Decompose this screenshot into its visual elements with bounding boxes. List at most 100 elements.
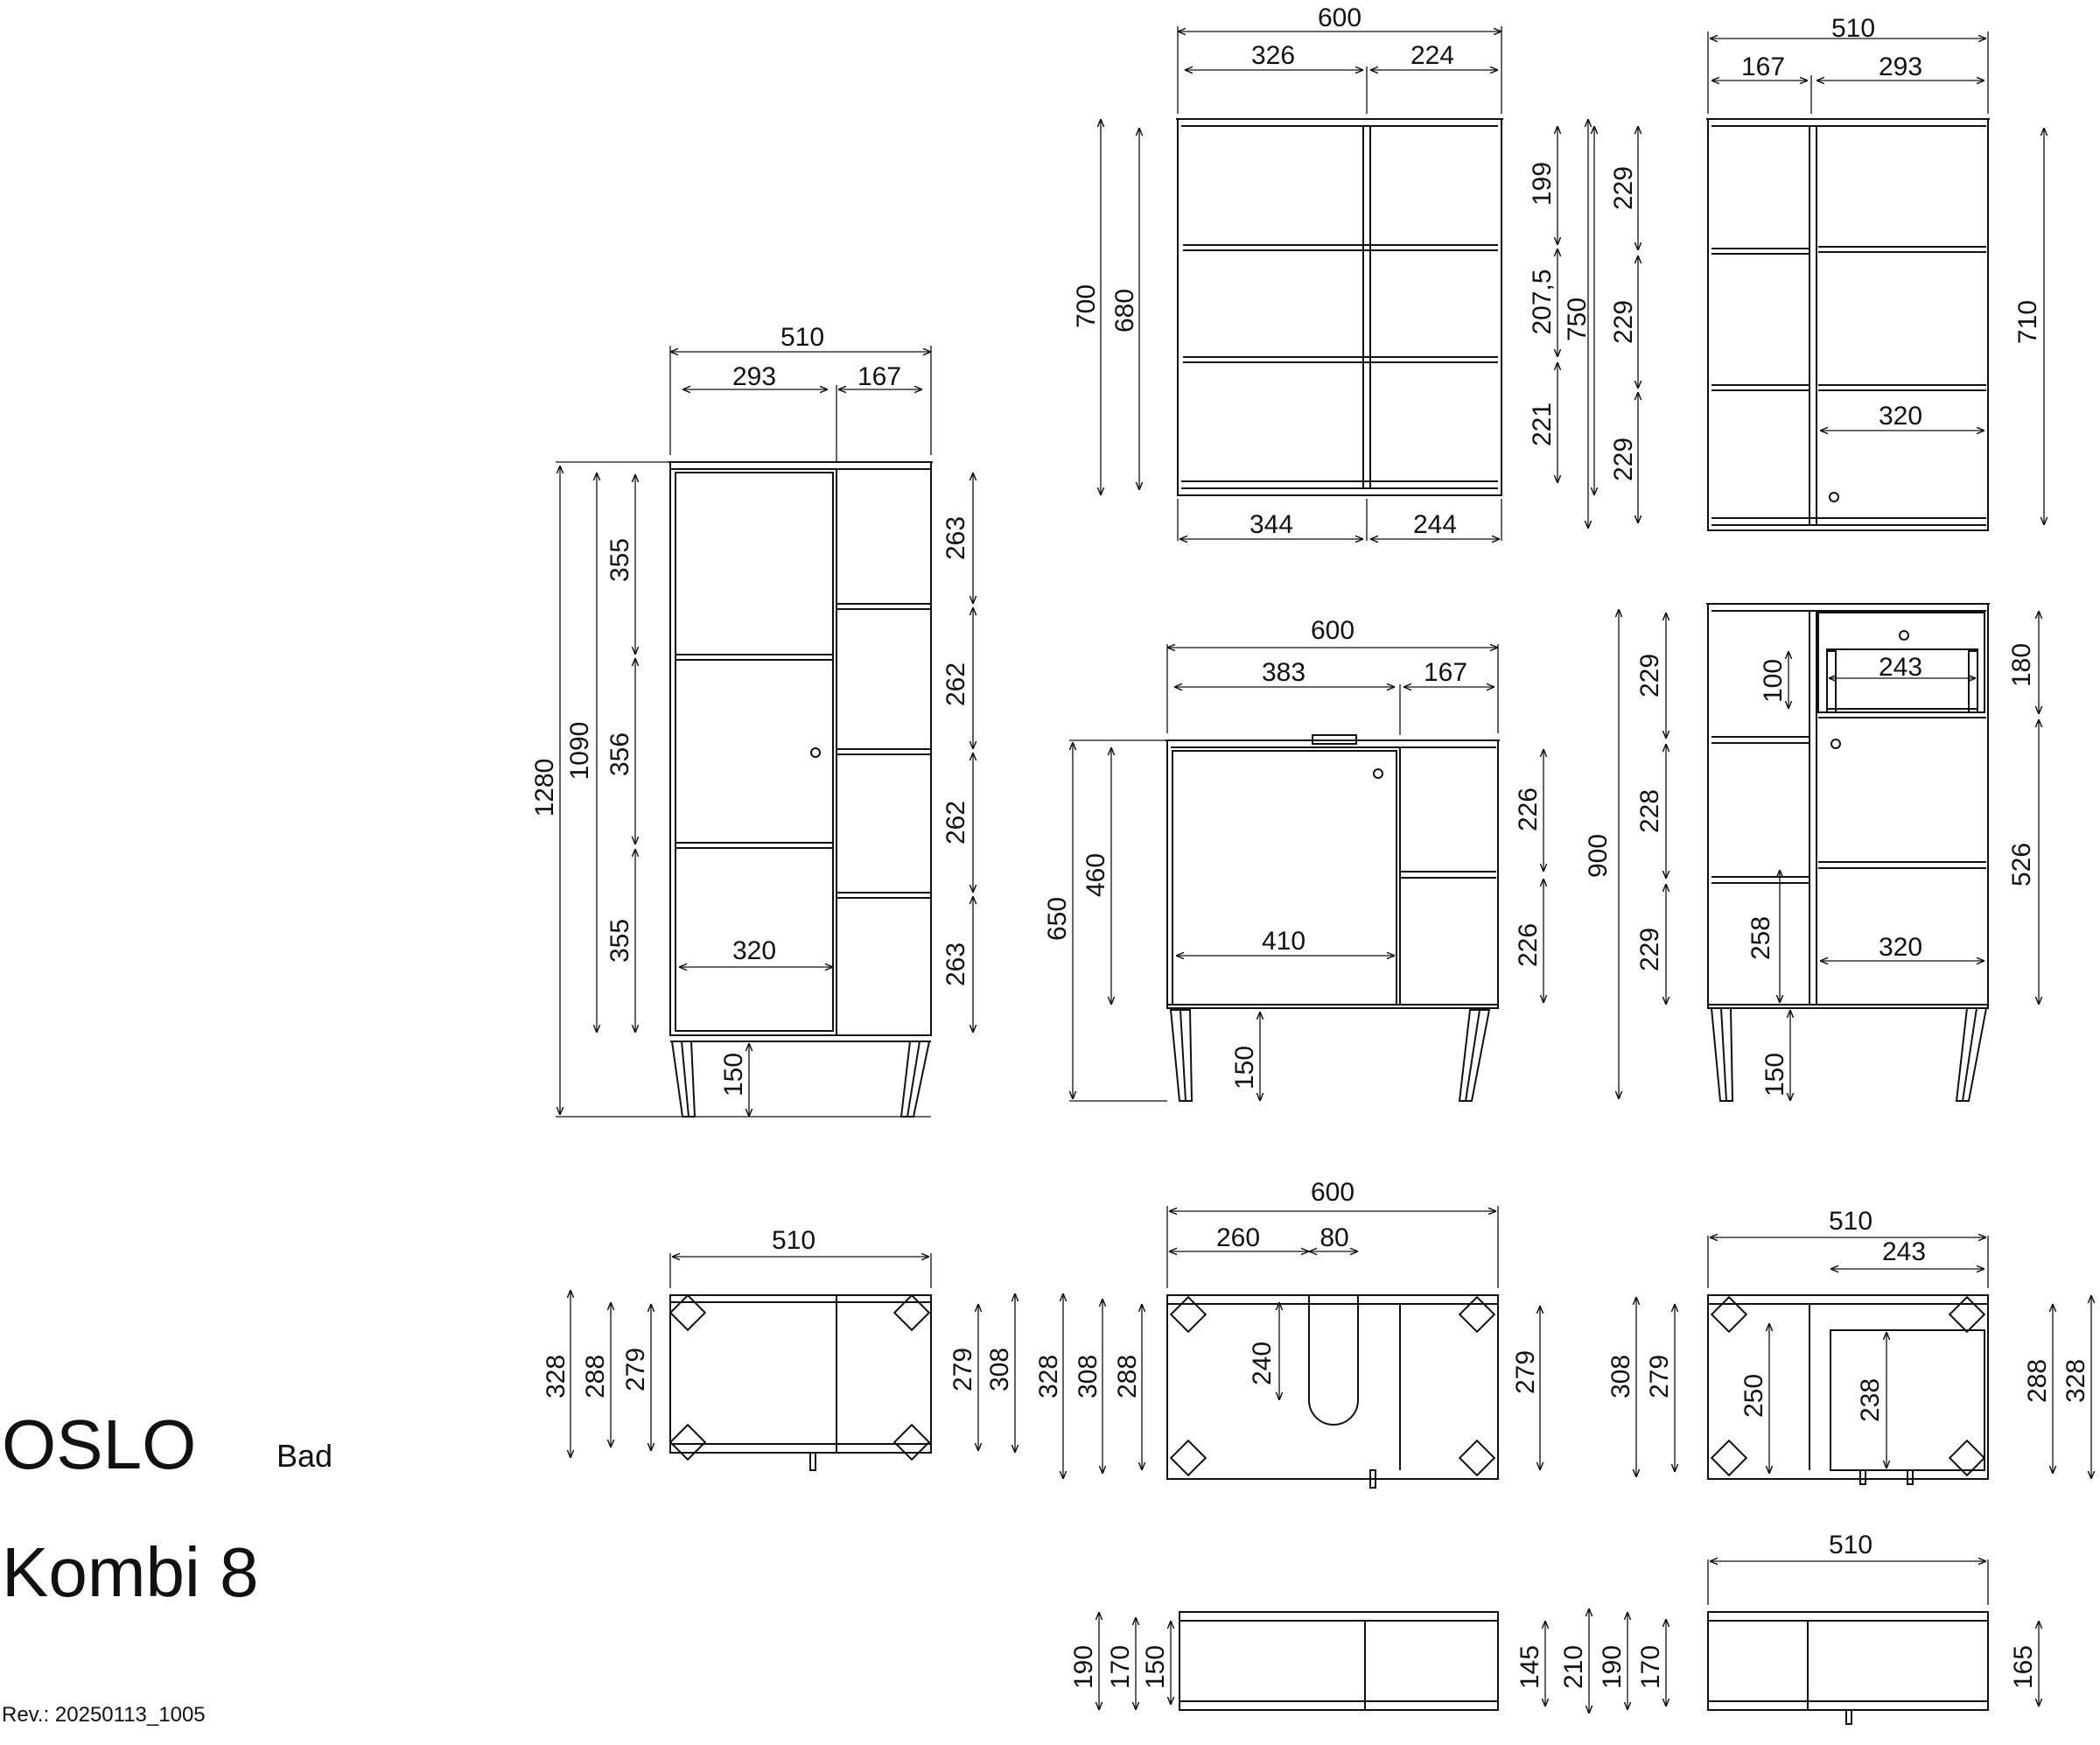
drawer-plan-inner: 243 xyxy=(1882,1237,1926,1266)
wall-height: 710 xyxy=(2013,300,2042,344)
shelf600-h-145: 145 xyxy=(1516,1645,1544,1689)
drawer-plan-depth-288: 288 xyxy=(2023,1359,2052,1403)
vanity-top-left-width: 260 xyxy=(1216,1223,1260,1252)
drawer-plan-depth-328: 328 xyxy=(2062,1359,2090,1403)
drawer-plan-depth-308: 308 xyxy=(1606,1355,1635,1398)
knob-icon xyxy=(1830,739,1841,749)
tall-top-depth-279-left: 279 xyxy=(621,1348,650,1391)
knob-icon xyxy=(1373,768,1383,779)
tall-front-door-section-1: 355 xyxy=(606,538,634,582)
wall-section-1: 229 xyxy=(1609,166,1638,210)
vanity-shelf-section-2: 226 xyxy=(1514,923,1543,967)
cabinet-leg-line xyxy=(1180,1009,1186,1102)
mirror-bottom-left: 344 xyxy=(1250,510,1293,539)
shelf510-h-165: 165 xyxy=(2009,1645,2038,1689)
corner-bracket-icon xyxy=(1458,1439,1496,1477)
vanity-door xyxy=(1172,750,1397,1006)
wall-section-2: 229 xyxy=(1609,300,1638,344)
tall-front-door-section-3: 355 xyxy=(606,919,634,963)
shelf510-h-170: 170 xyxy=(1636,1645,1665,1689)
tall-front-shelf-width: 167 xyxy=(858,362,901,391)
mirror-right-width: 224 xyxy=(1410,41,1454,70)
adjustable-foot xyxy=(1859,1469,1866,1485)
vanity-siphon-cutout xyxy=(1308,1295,1359,1426)
tall-top-depth-288: 288 xyxy=(581,1355,610,1398)
shelf-600-body xyxy=(1179,1611,1499,1711)
shelf510-h-210: 210 xyxy=(1559,1645,1588,1689)
drawer-left-section-1: 229 xyxy=(1635,654,1664,697)
mirror-left-width: 326 xyxy=(1251,41,1295,70)
mirror-section-2: 207,5 xyxy=(1528,269,1557,334)
corner-bracket-icon xyxy=(1710,1439,1748,1477)
drawer-plan-depth-279: 279 xyxy=(1645,1355,1674,1398)
tall-top-width: 510 xyxy=(772,1226,816,1255)
shelf510-h-190: 190 xyxy=(1598,1645,1627,1689)
wall-left-width: 167 xyxy=(1741,53,1785,81)
adjustable-foot xyxy=(1845,1709,1852,1725)
shelf510-width: 510 xyxy=(1829,1531,1872,1559)
corner-bracket-icon xyxy=(1948,1295,1986,1334)
knob-icon xyxy=(1899,630,1909,641)
drawer-plan-drawer xyxy=(1830,1329,1985,1471)
drawer-door-height: 526 xyxy=(2007,843,2036,887)
drawer-front xyxy=(1817,612,1985,713)
drawer-rail-left xyxy=(1826,650,1837,713)
corner-bracket-icon xyxy=(668,1423,707,1461)
vanity-sink-overflow xyxy=(1312,734,1357,745)
tall-cabinet-door xyxy=(675,472,834,1032)
product-category: Bad xyxy=(276,1438,332,1474)
mirror-section-3: 221 xyxy=(1528,403,1557,446)
tall-front-leg-height: 150 xyxy=(719,1053,748,1097)
adjustable-foot xyxy=(1369,1469,1376,1489)
knob-icon xyxy=(810,747,821,758)
vanity-body-height: 460 xyxy=(1082,853,1110,897)
corner-bracket-icon xyxy=(1458,1295,1496,1334)
corner-bracket-icon xyxy=(1169,1439,1208,1477)
drawer-left-section-2: 228 xyxy=(1635,789,1664,833)
tall-front-door-section-2: 356 xyxy=(606,732,634,776)
set-name: Kombi 8 xyxy=(2,1533,258,1611)
drawer-top-height: 180 xyxy=(2007,643,2036,687)
mirror-height-680: 680 xyxy=(1110,289,1139,333)
vanity-top-depth-308: 308 xyxy=(1074,1355,1102,1398)
shelf-510-body xyxy=(1707,1611,1989,1711)
vanity-top-cutout-depth: 240 xyxy=(1248,1342,1277,1385)
corner-bracket-icon xyxy=(892,1423,931,1461)
vanity-top-depth-288: 288 xyxy=(1113,1355,1142,1398)
drawer-door-inner: 320 xyxy=(1879,933,1922,962)
vanity-body xyxy=(1166,739,1499,1009)
mirror-height-750: 750 xyxy=(1563,298,1592,341)
tall-front-height-body: 1090 xyxy=(565,722,594,781)
mirror-width: 600 xyxy=(1318,4,1362,32)
vanity-inner-width: 410 xyxy=(1262,927,1306,956)
drawer-leg-height: 150 xyxy=(1760,1053,1789,1097)
drawer-cabinet-height: 900 xyxy=(1584,834,1613,878)
drawer-left-section-3: 229 xyxy=(1635,928,1664,971)
drawer-top-width: 243 xyxy=(1879,653,1922,682)
corner-bracket-icon xyxy=(1710,1295,1748,1334)
cabinet-leg-line xyxy=(681,1041,690,1118)
wall-right-width: 293 xyxy=(1879,53,1922,81)
vanity-right-width: 167 xyxy=(1424,658,1467,687)
drawer-plan-body xyxy=(1707,1294,1989,1480)
tall-front-height-total: 1280 xyxy=(530,759,559,817)
vanity-shelf-section-1: 226 xyxy=(1514,788,1543,831)
adjustable-foot xyxy=(809,1452,816,1471)
shelf600-h-150: 150 xyxy=(1141,1645,1170,1689)
mirror-bottom-right: 244 xyxy=(1413,510,1457,539)
drawer-rail-right xyxy=(1968,650,1978,713)
wall-section-3: 229 xyxy=(1609,438,1638,481)
vanity-top-depth-279: 279 xyxy=(1511,1350,1540,1394)
cabinet-leg xyxy=(900,1041,931,1118)
cabinet-leg xyxy=(1710,1007,1734,1102)
adjustable-foot xyxy=(1907,1469,1914,1485)
wall-cabinet-body xyxy=(1707,118,1989,531)
vanity-height: 650 xyxy=(1043,897,1072,941)
tall-front-door-width: 293 xyxy=(732,362,776,391)
cabinet-leg-line xyxy=(906,1041,920,1118)
tall-front-shelf-section-2: 262 xyxy=(942,662,970,706)
tall-front-shelf-section-4: 263 xyxy=(942,943,970,986)
cabinet-leg-line xyxy=(1962,1007,1978,1102)
cabinet-leg xyxy=(1955,1007,1988,1102)
